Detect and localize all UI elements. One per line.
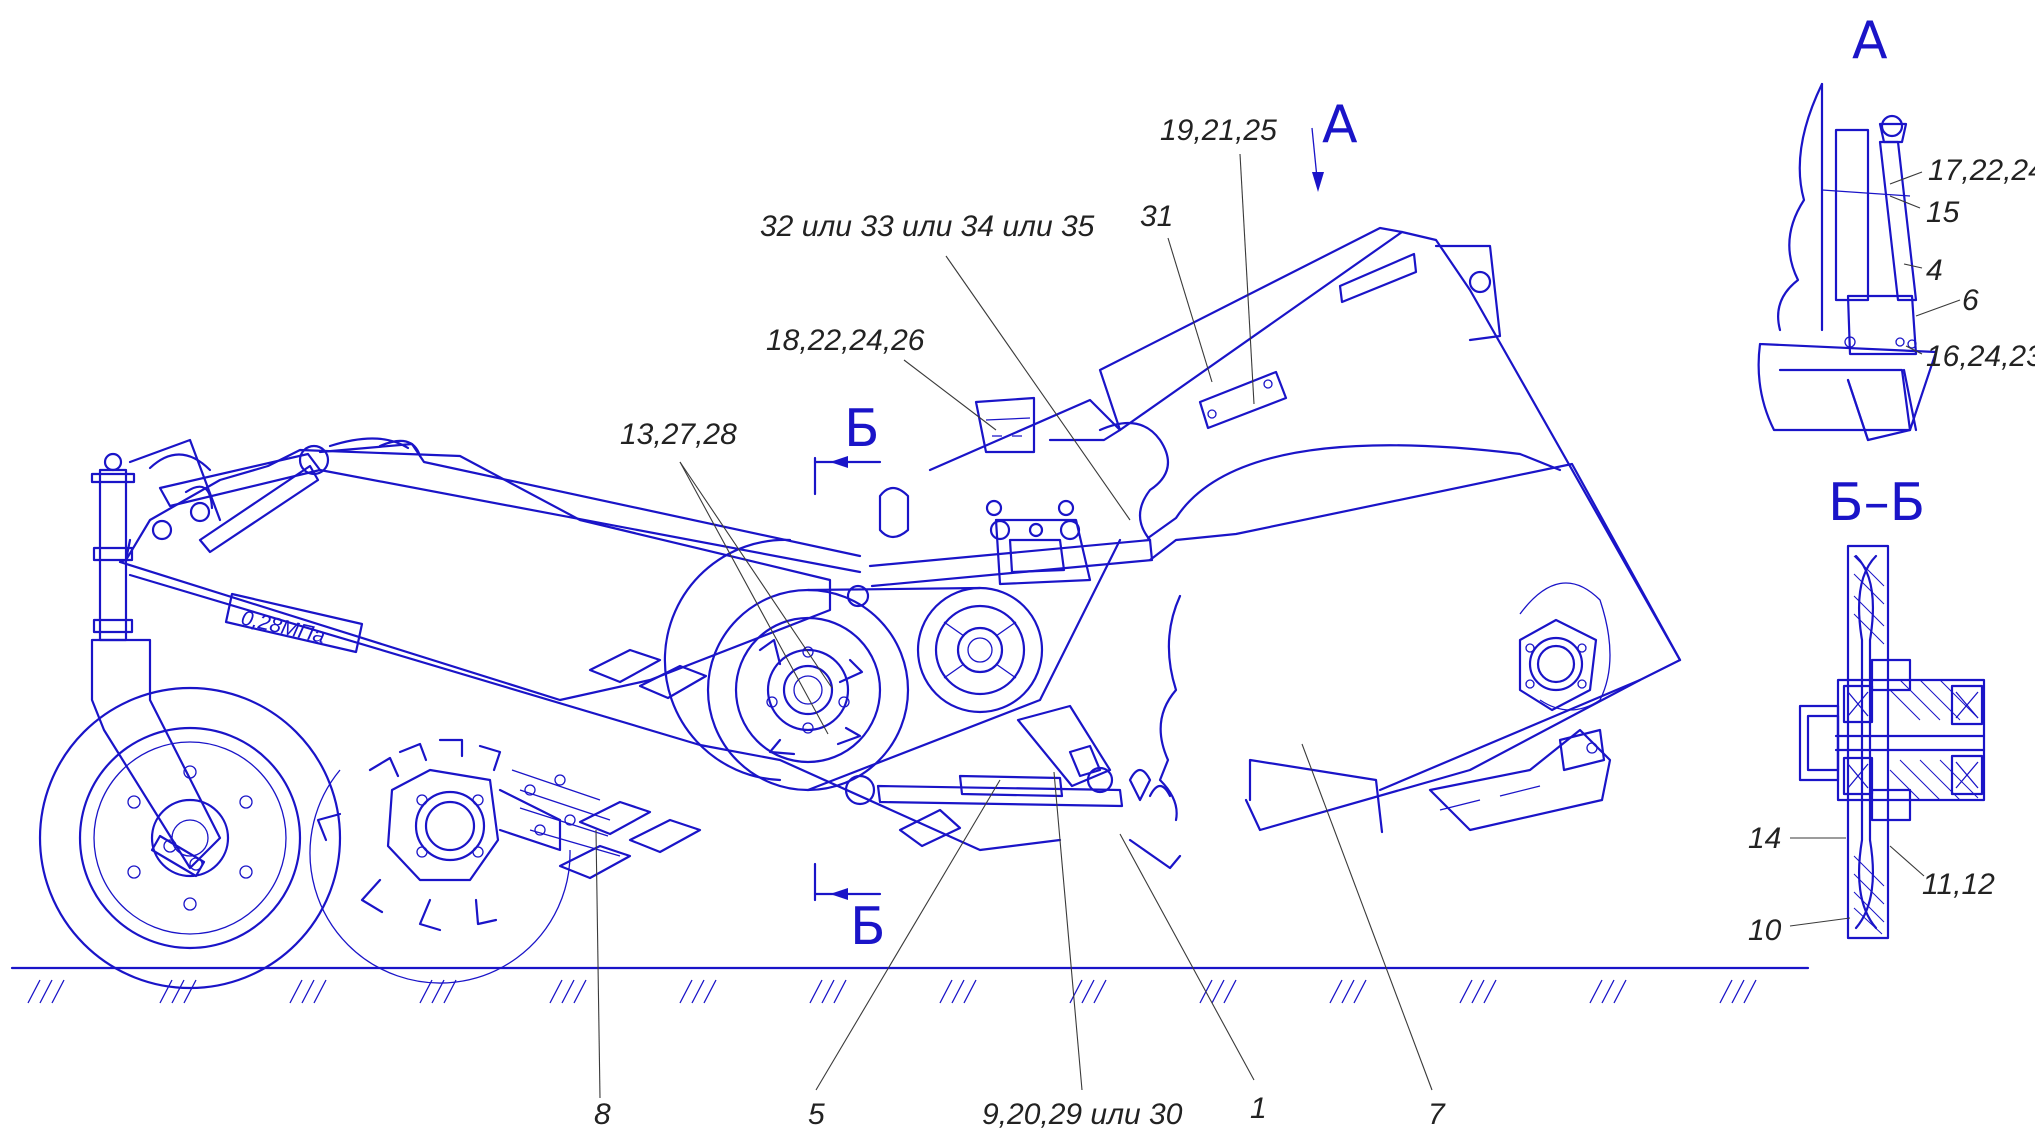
callout-18-22-24-26: 18,22,24,26 [766, 324, 925, 357]
rotor-housing [928, 226, 1682, 834]
callout-4: 4 [1926, 254, 1943, 287]
callout-19-21-25: 19,21,25 [1160, 114, 1277, 147]
view-a-detail: А 17,22,24 15 4 6 16,24,23 [1757, 11, 2035, 442]
upper-arm [158, 444, 330, 554]
callout-11-12: 11,12 [1922, 868, 1995, 901]
callout-1: 1 [1250, 1092, 1267, 1125]
frame-ribs [558, 648, 708, 880]
leader-lines [595, 153, 1433, 1099]
tension-rod [318, 437, 862, 574]
callout-14: 14 [1748, 822, 1781, 855]
view-a-arrow-label: А [1322, 95, 1358, 155]
callout-10: 10 [1748, 914, 1782, 947]
gauge-wheel [38, 686, 342, 990]
section-marker-bottom: Б [813, 862, 886, 957]
wheel-fork-and-post [90, 452, 222, 878]
large-pulley-housing [663, 538, 910, 792]
right-lower-gearbox [1428, 728, 1612, 832]
callout-32-35: 32 или 33 или 34 или 35 [760, 210, 1095, 243]
housing-rotor-window [1518, 582, 1611, 712]
callout-17-22-24: 17,22,24 [1928, 154, 2035, 187]
callout-16-24-23: 16,24,23 [1926, 340, 2035, 373]
callout-6: 6 [1962, 284, 1979, 317]
callout-8: 8 [594, 1098, 611, 1129]
ground-line [10, 966, 1810, 1004]
callout-5: 5 [808, 1098, 825, 1129]
section-marker-top: Б [813, 399, 882, 496]
small-pulley [916, 586, 1044, 714]
drive-belt [806, 538, 1154, 792]
section-bb-detail: Б–Б 14 11,12 10 [1748, 473, 1995, 947]
callout-9-20-29-30: 9,20,29 или 30 [982, 1098, 1183, 1129]
callout-31: 31 [1140, 200, 1173, 233]
section-label-bottom: Б [850, 897, 886, 957]
adjustment-link [844, 704, 1182, 870]
rear-rotor [309, 738, 621, 984]
view-a-title: А [1852, 11, 1888, 71]
callout-15: 15 [1926, 196, 1960, 229]
section-bb-title: Б–Б [1828, 473, 1925, 533]
tensioner-bracket [846, 486, 1092, 608]
callout-7: 7 [1428, 1098, 1446, 1129]
callout-13-27-28: 13,27,28 [620, 418, 737, 451]
view-a-arrow: А [1311, 95, 1358, 192]
section-label-top: Б [844, 399, 880, 459]
